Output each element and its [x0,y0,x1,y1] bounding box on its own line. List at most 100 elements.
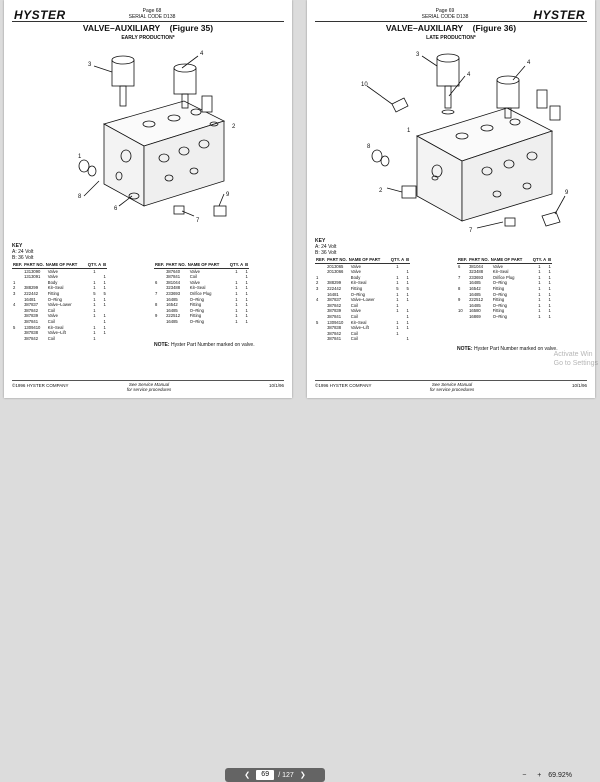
document-page-left: HYSTER Page 68 SERIAL CODE D138 VALVE–AU… [4,0,292,398]
table-cell: 1 [93,302,96,308]
table-cell: O–Ring [492,313,507,319]
table-cell: Fitting [189,313,202,319]
table-cell: 1 [538,308,541,314]
table-cell: Body [350,274,361,280]
table-header-row: REF. PART NO. NAME OF PART QTY. A B [154,262,250,269]
table-cell: Fitting [47,290,60,296]
table-cell: 1 [538,263,541,269]
page-navigator: ❮ 69 / 127 ❯ [225,768,325,782]
table-cell: Coil [47,307,55,313]
table-cell: 1 [548,291,551,297]
table-cell: 1 [548,263,551,269]
table-cell: 1 [538,274,541,280]
table-cell: 1 [103,296,106,302]
table-cell: Valve [189,279,200,285]
table-cell: 8 [458,285,461,291]
table-cell: 16485 [166,296,178,302]
note: NOTE: Hyster Part Number marked on valve… [457,346,558,352]
table-cell: 1 [406,319,409,325]
footer-rule [12,380,284,381]
svg-text:4: 4 [467,72,471,78]
table-cell: Coil [350,330,358,336]
key-b: B: 36 Volt [315,250,337,256]
table-cell: 1 [406,336,409,342]
table-cell: 387838 [24,330,39,336]
table-cell: 2 [316,280,319,286]
table-cell: 4 [316,297,319,303]
table-cell: Kit–Seal [47,285,64,291]
table-cell: 387841 [327,313,342,319]
table-cell: 387842 [327,302,342,308]
minus-icon[interactable]: − [522,771,527,779]
table-cell: 1 [103,279,106,285]
table-cell: 1 [103,330,106,336]
plus-icon[interactable]: + [537,771,542,779]
page-number-input[interactable]: 69 [256,770,275,780]
svg-text:4: 4 [527,60,531,66]
table-cell: 5 [396,285,399,291]
table-cell: Valve [350,263,361,269]
serial-code: SERIAL CODE D138 [128,14,176,20]
table-cell: 1 [235,290,238,296]
table-cell: 8 [155,302,158,308]
table-cell: 2 [13,285,16,291]
table-cell: 1 [396,297,399,303]
serial-code: SERIAL CODE D138 [421,14,469,20]
table-cell: 387842 [327,330,342,336]
zoom-controls: − + 69.92% [518,769,572,781]
table-cell: 1 [406,274,409,280]
table-cell: 1 [103,302,106,308]
chevron-right-icon[interactable]: ❯ [299,772,306,779]
viewer-toolbar: ❮ 69 / 127 ❯ − + 69.92% [0,382,600,782]
table-cell: 323488 [469,269,484,275]
footer-center: See Service Manual for service procedure… [429,382,475,392]
table-cell: 1 [103,318,106,324]
table-cell: 9 [458,297,461,303]
svg-text:3: 3 [416,52,420,58]
table-cell: 7 [458,274,461,280]
table-header-row: REF. PART NO. NAME OF PART QTY. A B [457,257,553,264]
table-cell: 387841 [166,274,181,280]
footer-rule [315,380,587,381]
table-cell: 1 [406,313,409,319]
table-cell: 7 [155,290,158,296]
table-cell: 1 [245,268,248,274]
table-cell: Kit–Seal [47,324,64,330]
table-cell: 1 [406,325,409,331]
table-cell: Valve–Lift [350,325,369,331]
table-cell: Orifice Plug [492,274,515,280]
table-cell: Coil [47,318,55,324]
table-cell: 387837 [327,297,342,303]
table-cell: Coil [47,335,55,341]
table-cell: 1 [245,296,248,302]
chevron-left-icon[interactable]: ❮ [244,772,251,779]
table-cell [315,336,326,342]
table-cell: Kit–Seal [492,269,509,275]
table-cell: 233693 [469,274,484,280]
table-cell: 16485 [166,318,178,324]
table-cell: 1 [396,308,399,314]
table-cell: Fitting [189,302,202,308]
table-cell: 1 [396,319,399,325]
table-cell: 1 [103,285,106,291]
table-cell: 1 [396,330,399,336]
table-cell: 1 [235,268,238,274]
table-cell: 387837 [24,302,39,308]
svg-text:9: 9 [565,190,569,196]
table-cell: 1 [548,308,551,314]
page-subtitle: EARLY PRODUCTION* [121,35,175,41]
table-cell: 16542 [166,302,178,308]
